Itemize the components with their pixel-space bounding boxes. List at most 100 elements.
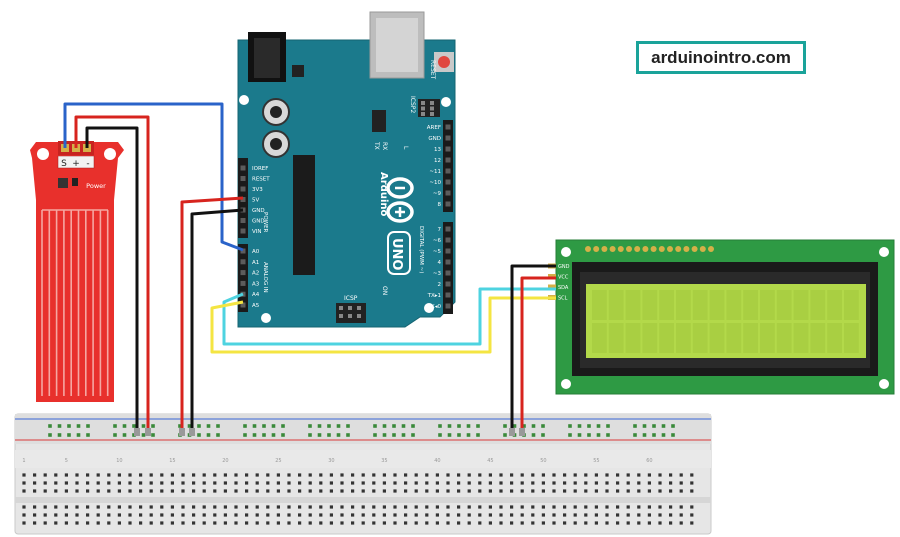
sensor-chip (58, 178, 68, 188)
bb-hole (361, 481, 365, 485)
header-pin-socket[interactable] (240, 186, 246, 192)
lcd-top-pin (634, 246, 641, 252)
header-pin-socket[interactable] (445, 168, 451, 174)
reset-button-cap[interactable] (438, 56, 450, 68)
lcd-top-pin (708, 246, 714, 252)
bb-hole (457, 489, 461, 493)
bb-hole (552, 521, 556, 525)
bb-hole (255, 513, 259, 517)
bb-hole (478, 473, 482, 477)
bb-hole (234, 505, 238, 509)
header-pin-socket[interactable] (240, 259, 246, 265)
header-pin-socket[interactable] (445, 259, 451, 265)
bb-hole (340, 521, 344, 525)
bb-hole (577, 433, 582, 437)
bb-hole (149, 473, 153, 477)
bb-hole (75, 521, 79, 525)
bb-hole (340, 505, 344, 509)
bb-hole (67, 433, 71, 437)
bb-hole (213, 473, 217, 477)
bb-hole (202, 481, 206, 485)
bb-hole (626, 521, 630, 525)
bb-hole (414, 513, 418, 517)
lcd-char-cell (709, 290, 725, 320)
header-pin-socket[interactable] (445, 270, 451, 276)
bb-hole (541, 433, 545, 437)
bb-hole (107, 521, 111, 525)
bb-hole (671, 433, 675, 437)
bb-hole (243, 424, 247, 428)
bb-hole (319, 473, 323, 477)
header-pin-socket[interactable] (445, 248, 451, 254)
bb-hole (64, 473, 68, 477)
digital-header-title: DIGITAL (PWM ~) (418, 226, 424, 273)
header-pin-socket[interactable] (240, 228, 246, 234)
bb-hole (503, 433, 507, 437)
header-pin-socket[interactable] (445, 135, 451, 141)
bb-hole (86, 433, 90, 437)
lcd-i2c-pin[interactable] (548, 284, 556, 290)
bb-hole (48, 424, 52, 428)
bb-hole (541, 521, 545, 525)
bb-hole (393, 521, 397, 525)
header-pin-socket[interactable] (445, 292, 451, 298)
bb-hole (531, 473, 535, 477)
sensor-pin-label-s: S (61, 159, 67, 169)
header-pin-socket[interactable] (445, 146, 451, 152)
header-pin-socket[interactable] (240, 280, 246, 286)
bb-hole (281, 424, 285, 428)
bb-hole (245, 473, 249, 477)
header-pin-socket[interactable] (445, 201, 451, 207)
bb-hole (141, 424, 146, 428)
lcd-char-cell (810, 323, 826, 353)
header-pin-socket[interactable] (240, 176, 246, 181)
header-pin-socket[interactable] (240, 270, 246, 276)
brand-label[interactable]: arduinointro.com (636, 41, 806, 74)
lcd-char-cell (827, 290, 842, 320)
header-pin-socket[interactable] (445, 281, 451, 287)
bb-hole (197, 433, 201, 437)
bb-hole (690, 481, 694, 485)
bb-hole (33, 505, 37, 509)
bb-hole (510, 489, 514, 493)
lcd-char-cell (760, 290, 775, 320)
bb-hole (287, 521, 291, 525)
header-pin-socket[interactable] (445, 179, 451, 185)
header-pin-label: RX◂0 (427, 304, 441, 310)
bb-hole (488, 481, 492, 485)
bb-hole (669, 513, 673, 517)
header-pin-socket[interactable] (240, 248, 246, 254)
header-pin-socket[interactable] (445, 124, 451, 130)
lcd-top-pin (691, 246, 698, 252)
lcd-char-cell (676, 290, 691, 320)
bb-hole (541, 489, 545, 493)
bb-column-number: 30 (328, 458, 334, 464)
header-pin-socket[interactable] (445, 226, 451, 232)
sensor-pin-label-plus: + (72, 159, 80, 169)
bb-hole (64, 481, 68, 485)
header-pin-socket[interactable] (445, 190, 451, 196)
lcd-char-cell (760, 323, 775, 353)
bb-hole (647, 505, 651, 509)
header-pin-socket[interactable] (445, 237, 451, 243)
bb-hole (478, 489, 482, 493)
wire-sda-cyan (222, 287, 556, 346)
header-pin-socket[interactable] (240, 165, 246, 171)
bb-hole (298, 521, 302, 525)
bb-hole (587, 424, 591, 428)
bb-hole (54, 489, 58, 493)
header-pin-socket[interactable] (240, 218, 246, 223)
bb-hole (669, 489, 673, 493)
reset-label: RESET (429, 60, 436, 80)
bb-hole (308, 481, 312, 485)
bb-hole (262, 424, 266, 428)
bb-hole (626, 481, 630, 485)
bb-column-number: 10 (116, 458, 122, 464)
bb-hole (245, 505, 249, 509)
bb-hole (340, 489, 344, 493)
header-pin-socket[interactable] (445, 303, 451, 309)
header-pin-socket[interactable] (445, 157, 451, 163)
bb-hole (435, 521, 439, 525)
header-pin-socket[interactable] (240, 302, 246, 308)
header-pin-label: VIN (252, 229, 262, 235)
